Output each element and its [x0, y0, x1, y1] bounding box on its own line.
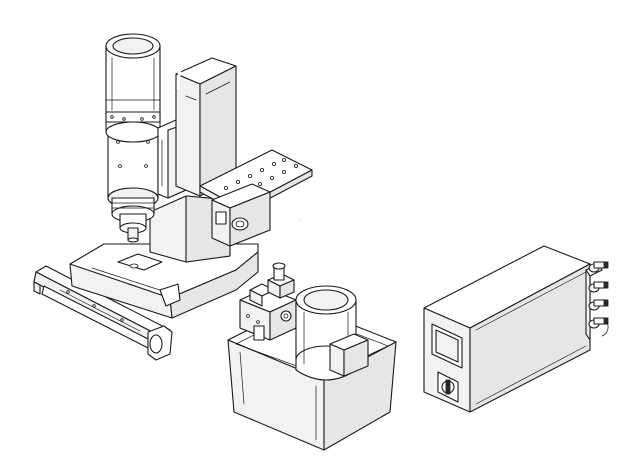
hydraulic-valve-manifold: [239, 262, 297, 341]
hydraulic-terminal-box: [329, 333, 369, 377]
press-upper-frame: [175, 57, 237, 197]
cabinet-selector-switch: [437, 371, 459, 403]
connector-2: [588, 281, 609, 293]
press-clamp-block: [211, 183, 271, 247]
cabinet-display: [431, 323, 463, 369]
press-column: [149, 195, 231, 263]
press-machine: [69, 23, 313, 319]
connector-1: [588, 261, 609, 273]
hydraulic-motor: [295, 285, 357, 381]
connector-3: [588, 299, 609, 311]
connector-4: [588, 317, 609, 329]
hydraulic-power-unit: [227, 262, 397, 451]
press-motor: [105, 33, 161, 143]
control-cabinet: [423, 245, 609, 413]
cabinet-connectors: [585, 261, 609, 341]
press-hoses: [168, 23, 302, 221]
guard-rail: [33, 265, 173, 361]
